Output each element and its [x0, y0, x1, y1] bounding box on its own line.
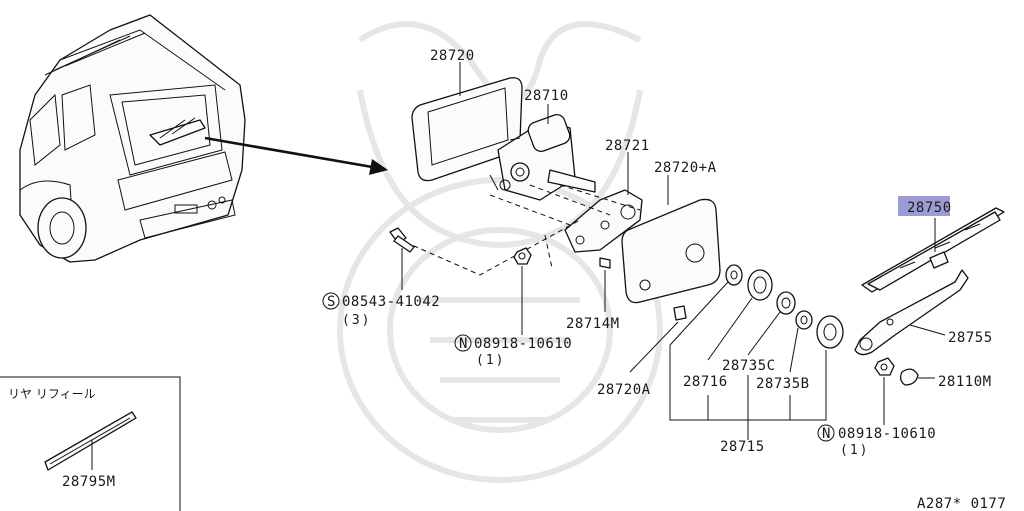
- highlight-box: [898, 196, 950, 216]
- symbol-n-upper: N: [459, 336, 468, 352]
- cover-28720-plus-a: [621, 198, 721, 304]
- wiper-arm-28755: [854, 269, 969, 356]
- cap-28110m: [899, 368, 919, 386]
- symbol-n-circle-upper: [454, 334, 472, 352]
- label-28755: 28755: [948, 330, 993, 346]
- label-28750: 28750: [907, 200, 952, 216]
- label-28720: 28720: [430, 48, 475, 64]
- label-bolt-code: 08543-41042: [342, 294, 440, 310]
- label-28716: 28716: [683, 374, 728, 390]
- washer-small: [725, 264, 743, 286]
- nut-08918-lower: [874, 357, 895, 376]
- symbol-s-circle: [322, 292, 340, 310]
- label-28795m: 28795M: [62, 474, 116, 490]
- label-28715: 28715: [720, 439, 765, 455]
- label-28735b: 28735B: [756, 376, 810, 392]
- bolt-08543: [389, 227, 415, 253]
- label-28720a: 28720A: [597, 382, 651, 398]
- label-bolt-qty: (3): [342, 313, 371, 328]
- label-28720-plus-a: 28720+A: [654, 160, 717, 176]
- watermark-emblem: [337, 21, 663, 483]
- label-nut1-code: 08918-10610: [474, 336, 572, 352]
- nut-08918-upper: [513, 247, 532, 265]
- inset-title: リヤ リフィール: [8, 387, 96, 401]
- label-28714m: 28714M: [566, 316, 620, 332]
- label-nut2-code: 08918-10610: [838, 426, 936, 442]
- nut-28735b: [795, 310, 813, 330]
- symbol-n-circle-lower: [817, 424, 835, 442]
- grommet-28714m: [599, 257, 611, 269]
- refill-inset: [0, 376, 181, 511]
- label-28710: 28710: [524, 88, 569, 104]
- label-nut2-qty: (1): [840, 443, 869, 458]
- motor-28710: [489, 114, 596, 201]
- label-28110m: 28110M: [938, 374, 992, 390]
- pointer-arrow: [204, 136, 388, 175]
- vehicle-illustration: [19, 14, 246, 263]
- label-nut1-qty: (1): [476, 353, 505, 368]
- diagram-reference: A287* 0177: [917, 496, 1006, 511]
- symbol-s: S: [327, 294, 336, 310]
- cap-28715: [816, 315, 844, 349]
- washer-28735c: [776, 291, 796, 315]
- wiper-blade-28750: [861, 207, 1005, 293]
- label-28721: 28721: [605, 138, 650, 154]
- clip-28720a: [673, 305, 687, 321]
- symbol-n-lower: N: [822, 426, 831, 442]
- seal-28716: [747, 269, 773, 301]
- label-28735c: 28735C: [722, 358, 776, 374]
